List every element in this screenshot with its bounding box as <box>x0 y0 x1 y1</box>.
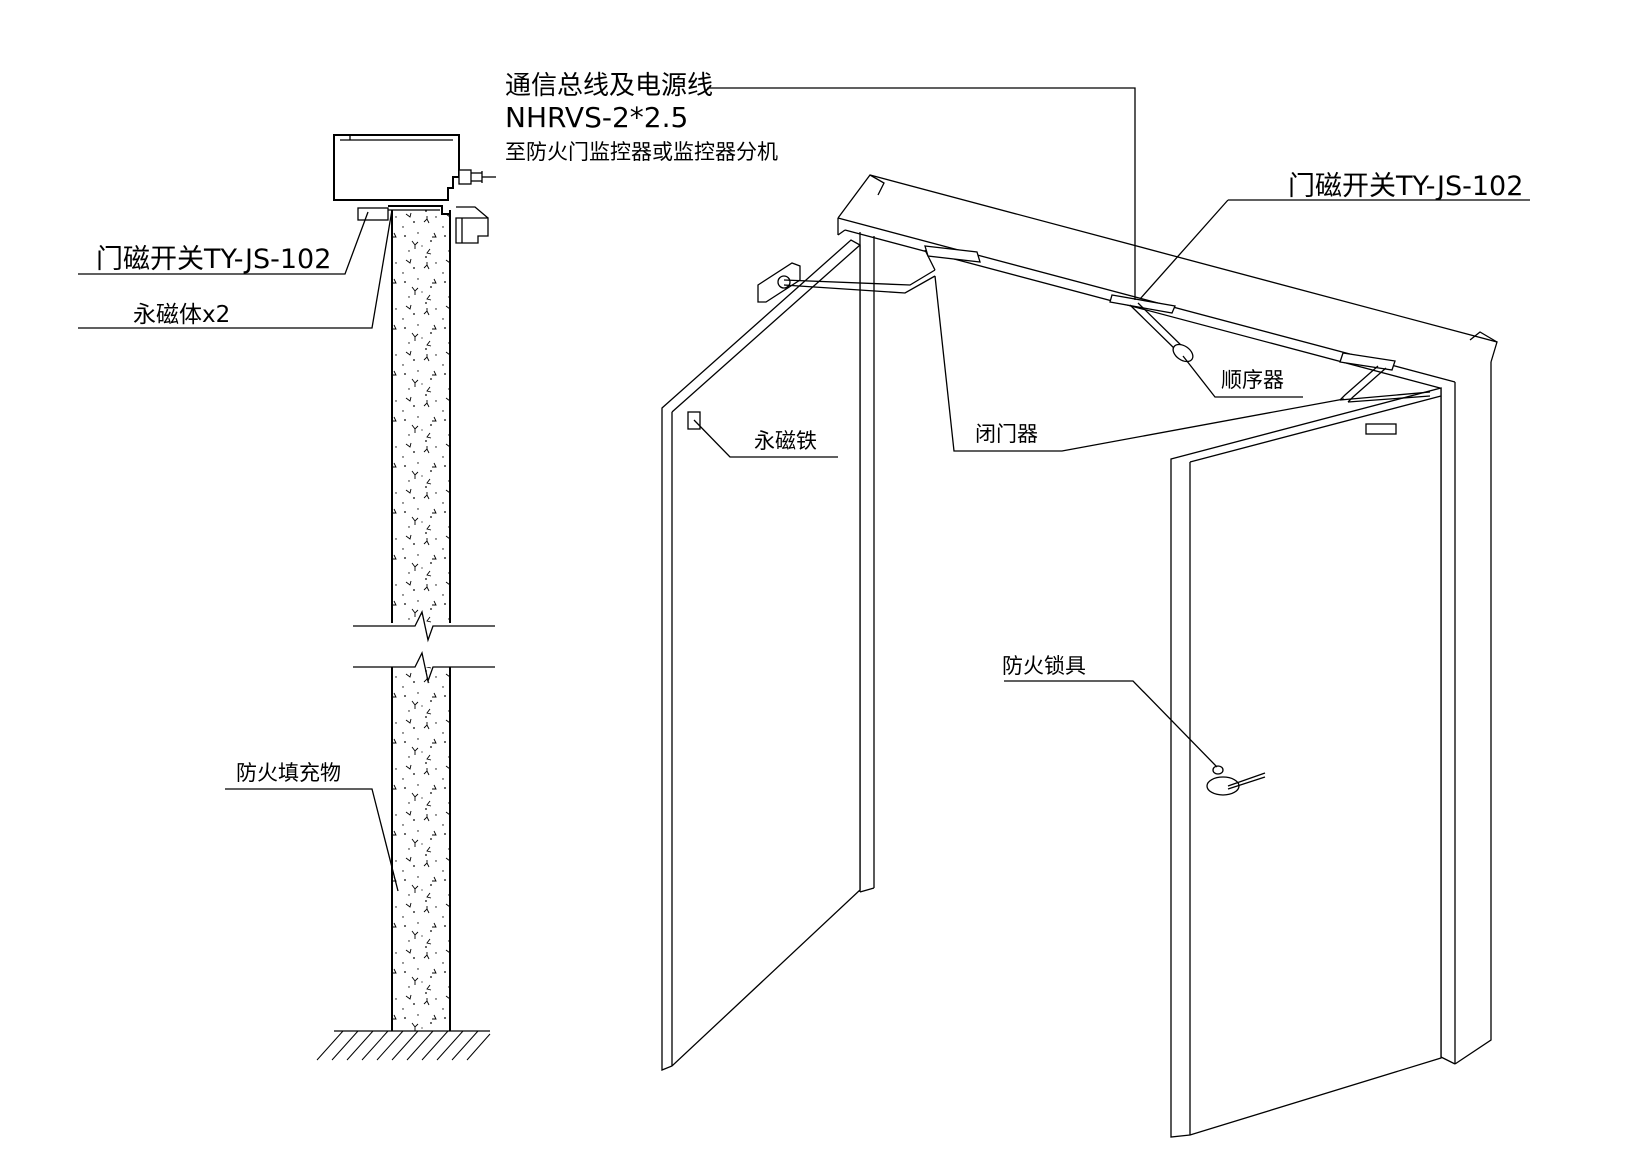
fill-material-label: 防火填充物 <box>236 761 341 785</box>
wall-fill-lower <box>392 667 450 1031</box>
sequencer-label: 顺序器 <box>1221 368 1284 392</box>
frame-magnetic-switch <box>1339 352 1431 435</box>
labels: 通信总线及电源线 NHRVS-2*2.5 至防火门监控器或监控器分机 门磁开关T… <box>96 71 1523 785</box>
section-view <box>316 134 496 1061</box>
fire-lock-icon <box>1206 765 1266 796</box>
magnet-iron-label: 永磁铁 <box>754 429 817 453</box>
door-frame-top <box>837 174 1498 389</box>
left-door-leaf <box>661 239 861 1071</box>
leader-lines <box>78 87 1530 892</box>
cable-destination-label: 至防火门监控器或监控器分机 <box>505 140 778 164</box>
switch-contact-block <box>1365 423 1397 435</box>
cable-model-label: NHRVS-2*2.5 <box>505 101 688 134</box>
door-closer-arm <box>777 245 981 294</box>
door-closer-label: 闭门器 <box>975 422 1038 446</box>
wall-fill-upper <box>392 210 450 623</box>
magnetic-switch-housing <box>333 134 496 244</box>
ground-hatch <box>316 1030 491 1061</box>
right-door-leaf <box>1170 387 1442 1138</box>
door-frame-right-jamb <box>1440 362 1492 1065</box>
switch-label-right: 门磁开关TY-JS-102 <box>1288 171 1523 202</box>
door-frame-left-jamb <box>859 232 875 893</box>
cable-title-label: 通信总线及电源线 <box>505 71 713 101</box>
magnet-label-left: 永磁体x2 <box>133 302 230 328</box>
break-line <box>353 610 495 684</box>
isometric-view <box>661 174 1498 1138</box>
fire-lock-label: 防火锁具 <box>1002 654 1086 678</box>
switch-label-left: 门磁开关TY-JS-102 <box>96 244 331 275</box>
sequencer-device <box>1109 294 1194 363</box>
